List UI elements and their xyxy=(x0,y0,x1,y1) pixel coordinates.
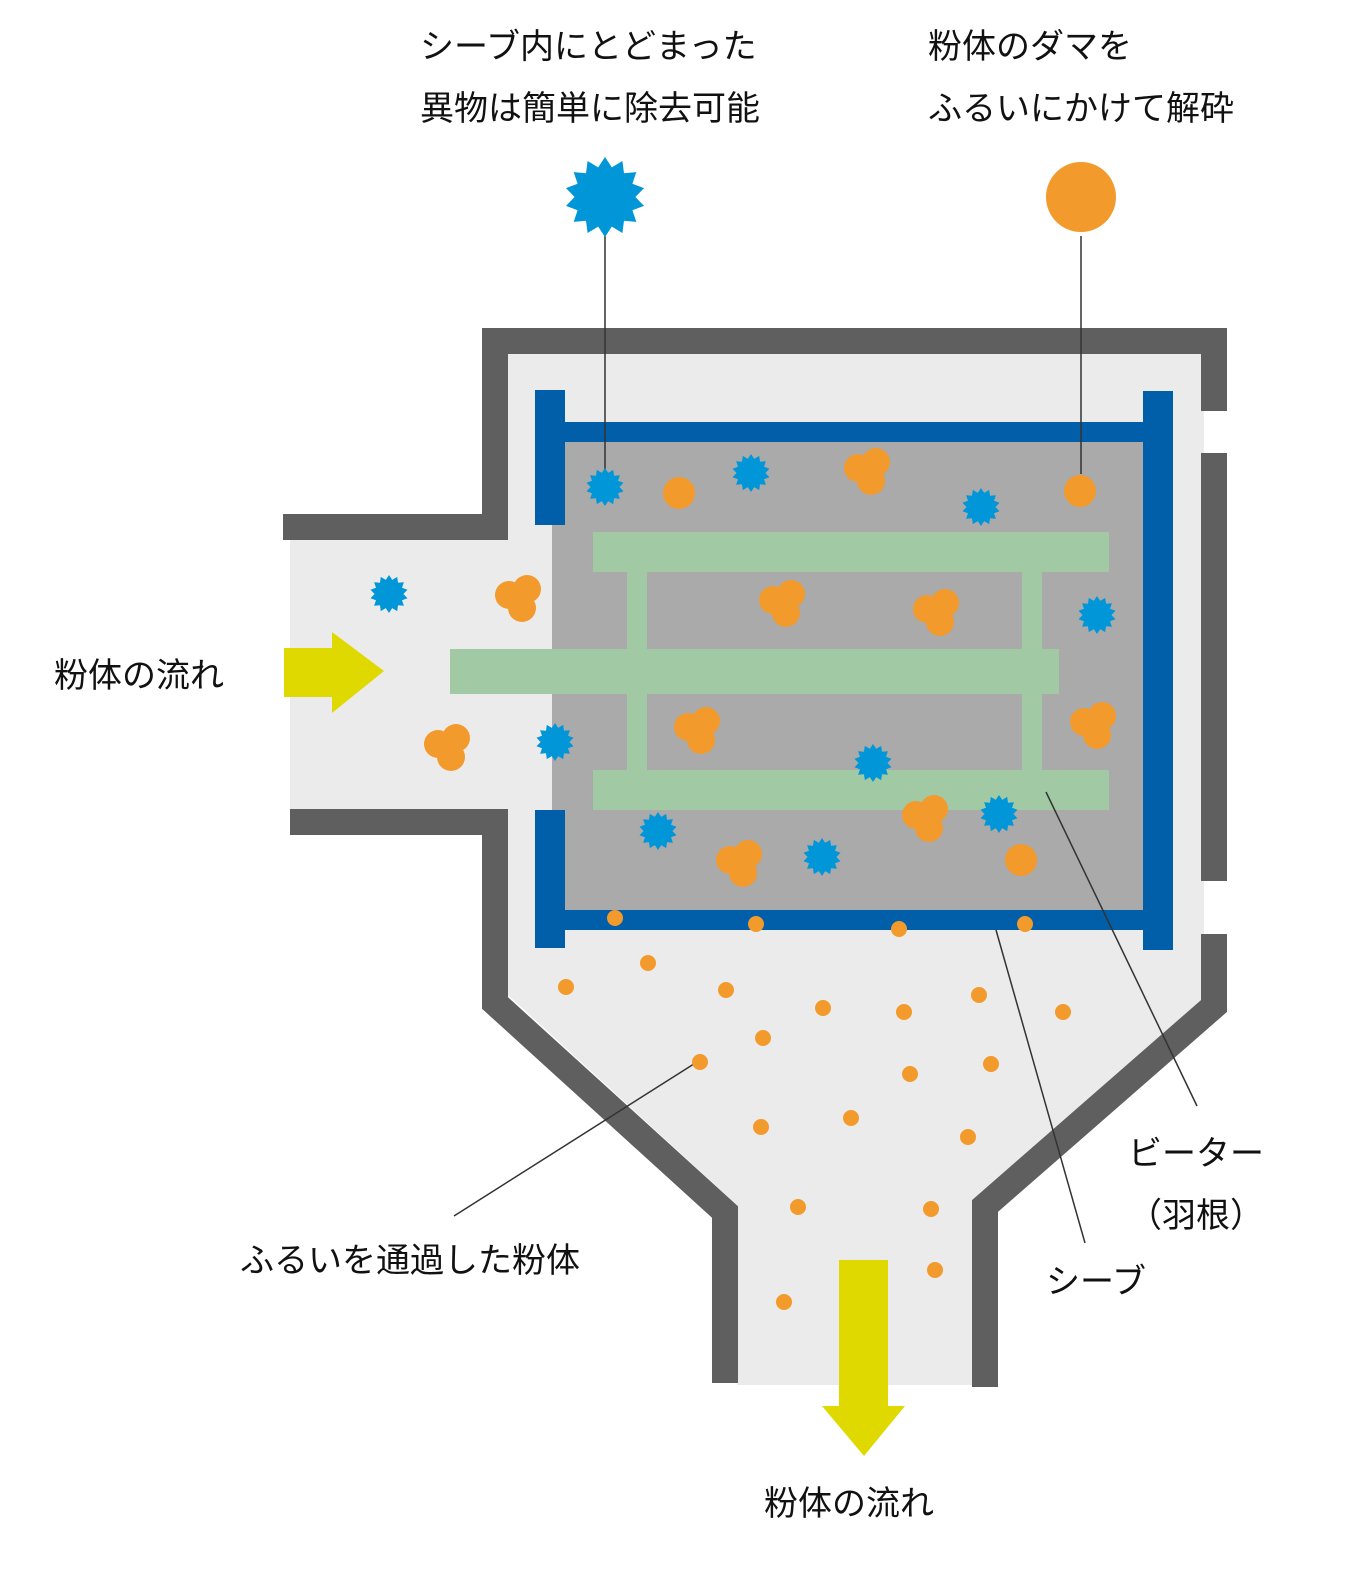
lump-lobe xyxy=(508,594,536,622)
sieve-label: シーブ xyxy=(1046,1262,1146,1302)
passed-powder-grain xyxy=(753,1119,769,1135)
powder-lump-icon xyxy=(902,795,948,842)
passed-powder-grain xyxy=(927,1262,943,1278)
passed-powder-grain xyxy=(718,982,734,998)
passed-powder-grain xyxy=(776,1294,792,1310)
powder-lump-icon xyxy=(674,707,720,754)
passed-powder-grain xyxy=(902,1066,918,1082)
passed-powder-grain xyxy=(843,1110,859,1126)
foreign-matter-label: シーブ内にとどまった 異物は簡単に除去可能 xyxy=(420,27,760,129)
flow-in-label: 粉体の流れ xyxy=(54,656,224,696)
housing-lower-left-wall xyxy=(290,809,738,1383)
powder-grain-icon xyxy=(663,477,695,509)
passed-powder-grain xyxy=(1017,916,1033,932)
sieve-frame xyxy=(535,390,1173,950)
lump-lobe xyxy=(687,726,715,754)
lump-lobe xyxy=(926,608,954,636)
leader-lines xyxy=(453,232,1198,1244)
foreign-particle-icon xyxy=(586,468,624,506)
passed-powder-grain xyxy=(607,910,623,926)
passed-powder-grain xyxy=(960,1129,976,1145)
lump-crushing-label: 粉体のダマを ふるいにかけて解砕 xyxy=(928,27,1234,129)
powder-grain-icon xyxy=(1005,844,1037,876)
powder-lump-icon xyxy=(913,589,959,636)
lump-lobe xyxy=(857,467,885,495)
foreign-particle-icon xyxy=(370,575,408,613)
foreign-particle-icon xyxy=(980,795,1018,833)
foreign-particle-icon xyxy=(1078,596,1116,634)
powder-lump-icon xyxy=(1070,702,1116,749)
passed-powder-grain xyxy=(983,1056,999,1072)
foreign-particle-icon xyxy=(639,812,677,850)
passed-powder-grain xyxy=(923,1201,939,1217)
powder-lump-icon xyxy=(716,840,762,887)
foreign-particle-icon xyxy=(962,488,1000,526)
powder-lump-icon xyxy=(424,724,470,771)
passed-powder-grain xyxy=(748,916,764,932)
flow-out-arrow-icon xyxy=(822,1260,905,1456)
beater-label: ビーター （羽根） xyxy=(1128,1134,1264,1236)
housing-lower-right-wall xyxy=(972,934,1227,1387)
passed-powder-grain xyxy=(558,979,574,995)
passed-powder-grain xyxy=(815,1000,831,1016)
lump-lobe xyxy=(772,599,800,627)
flow-out-label: 粉体の流れ xyxy=(764,1484,934,1524)
passed-powder-grain xyxy=(640,955,656,971)
housing-walls xyxy=(283,328,1227,1387)
passed-powder-grain xyxy=(1055,1004,1071,1020)
foreign-particle-icon xyxy=(854,744,892,782)
beater xyxy=(450,532,1109,810)
passed-powder-grain xyxy=(896,1004,912,1020)
lump-lobe xyxy=(1083,721,1111,749)
housing-top-wall xyxy=(283,328,1227,540)
passed-powder-grain xyxy=(971,987,987,1003)
particles xyxy=(370,157,1116,1310)
powder-lump-icon xyxy=(495,575,541,622)
foreign-particle-icon xyxy=(536,723,574,761)
lump-lobe xyxy=(915,814,943,842)
flow-in-arrow-icon xyxy=(284,632,384,713)
powder-grain-icon xyxy=(1064,475,1096,507)
foreign-particle-icon xyxy=(732,454,770,492)
powder-lump-legend-icon xyxy=(1046,162,1116,232)
lump-lobe xyxy=(437,743,465,771)
lump-lobe xyxy=(729,859,757,887)
passed-powder-grain xyxy=(692,1054,708,1070)
passed-powder-grain xyxy=(755,1030,771,1046)
foreign-particle-legend-icon xyxy=(566,157,644,237)
powder-lump-icon xyxy=(759,580,805,627)
passed-powder-grain xyxy=(790,1199,806,1215)
passed-powder-label: ふるいを通過した粉体 xyxy=(240,1241,580,1281)
passed-powder-grain xyxy=(891,921,907,937)
foreign-particle-icon xyxy=(803,838,841,876)
powder-lump-icon xyxy=(844,448,890,495)
